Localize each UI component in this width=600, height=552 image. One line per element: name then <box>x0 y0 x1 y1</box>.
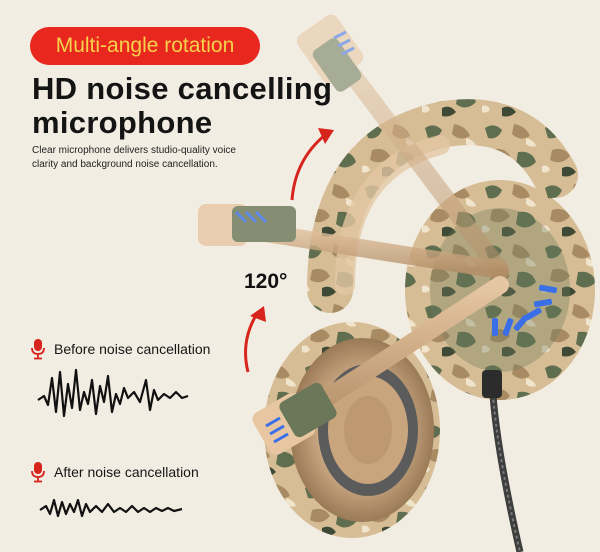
waveform-before <box>37 368 189 418</box>
waveform-after <box>39 498 183 518</box>
after-label-row: After noise cancellation <box>30 461 199 483</box>
before-label-row: Before noise cancellation <box>30 338 210 360</box>
mic-boom-down <box>252 276 509 455</box>
rotation-arrow-up <box>290 133 326 201</box>
left-ear-cup <box>264 322 440 538</box>
mic-boom-middle <box>198 204 509 279</box>
rotation-arrow-down <box>244 311 260 373</box>
before-label: Before noise cancellation <box>54 341 211 357</box>
description-line-2: clarity and background noise cancellatio… <box>32 159 218 170</box>
microphone-icon <box>31 339 45 360</box>
feature-badge-text: Multi-angle rotation <box>55 34 235 57</box>
headband <box>307 99 578 313</box>
microphone-icon <box>31 462 45 483</box>
after-label: After noise cancellation <box>54 464 199 480</box>
title-line-1: HD noise cancelling <box>32 71 333 106</box>
title-line-2: microphone <box>32 105 213 140</box>
feature-badge: Multi-angle rotation <box>30 27 260 65</box>
page-title: HD noise cancelling microphone <box>32 72 332 140</box>
mic-boom-up <box>296 14 509 279</box>
rotation-angle: 120° <box>244 270 288 293</box>
description: Clear microphone delivers studio-quality… <box>32 144 282 172</box>
description-line-1: Clear microphone delivers studio-quality… <box>32 145 236 156</box>
